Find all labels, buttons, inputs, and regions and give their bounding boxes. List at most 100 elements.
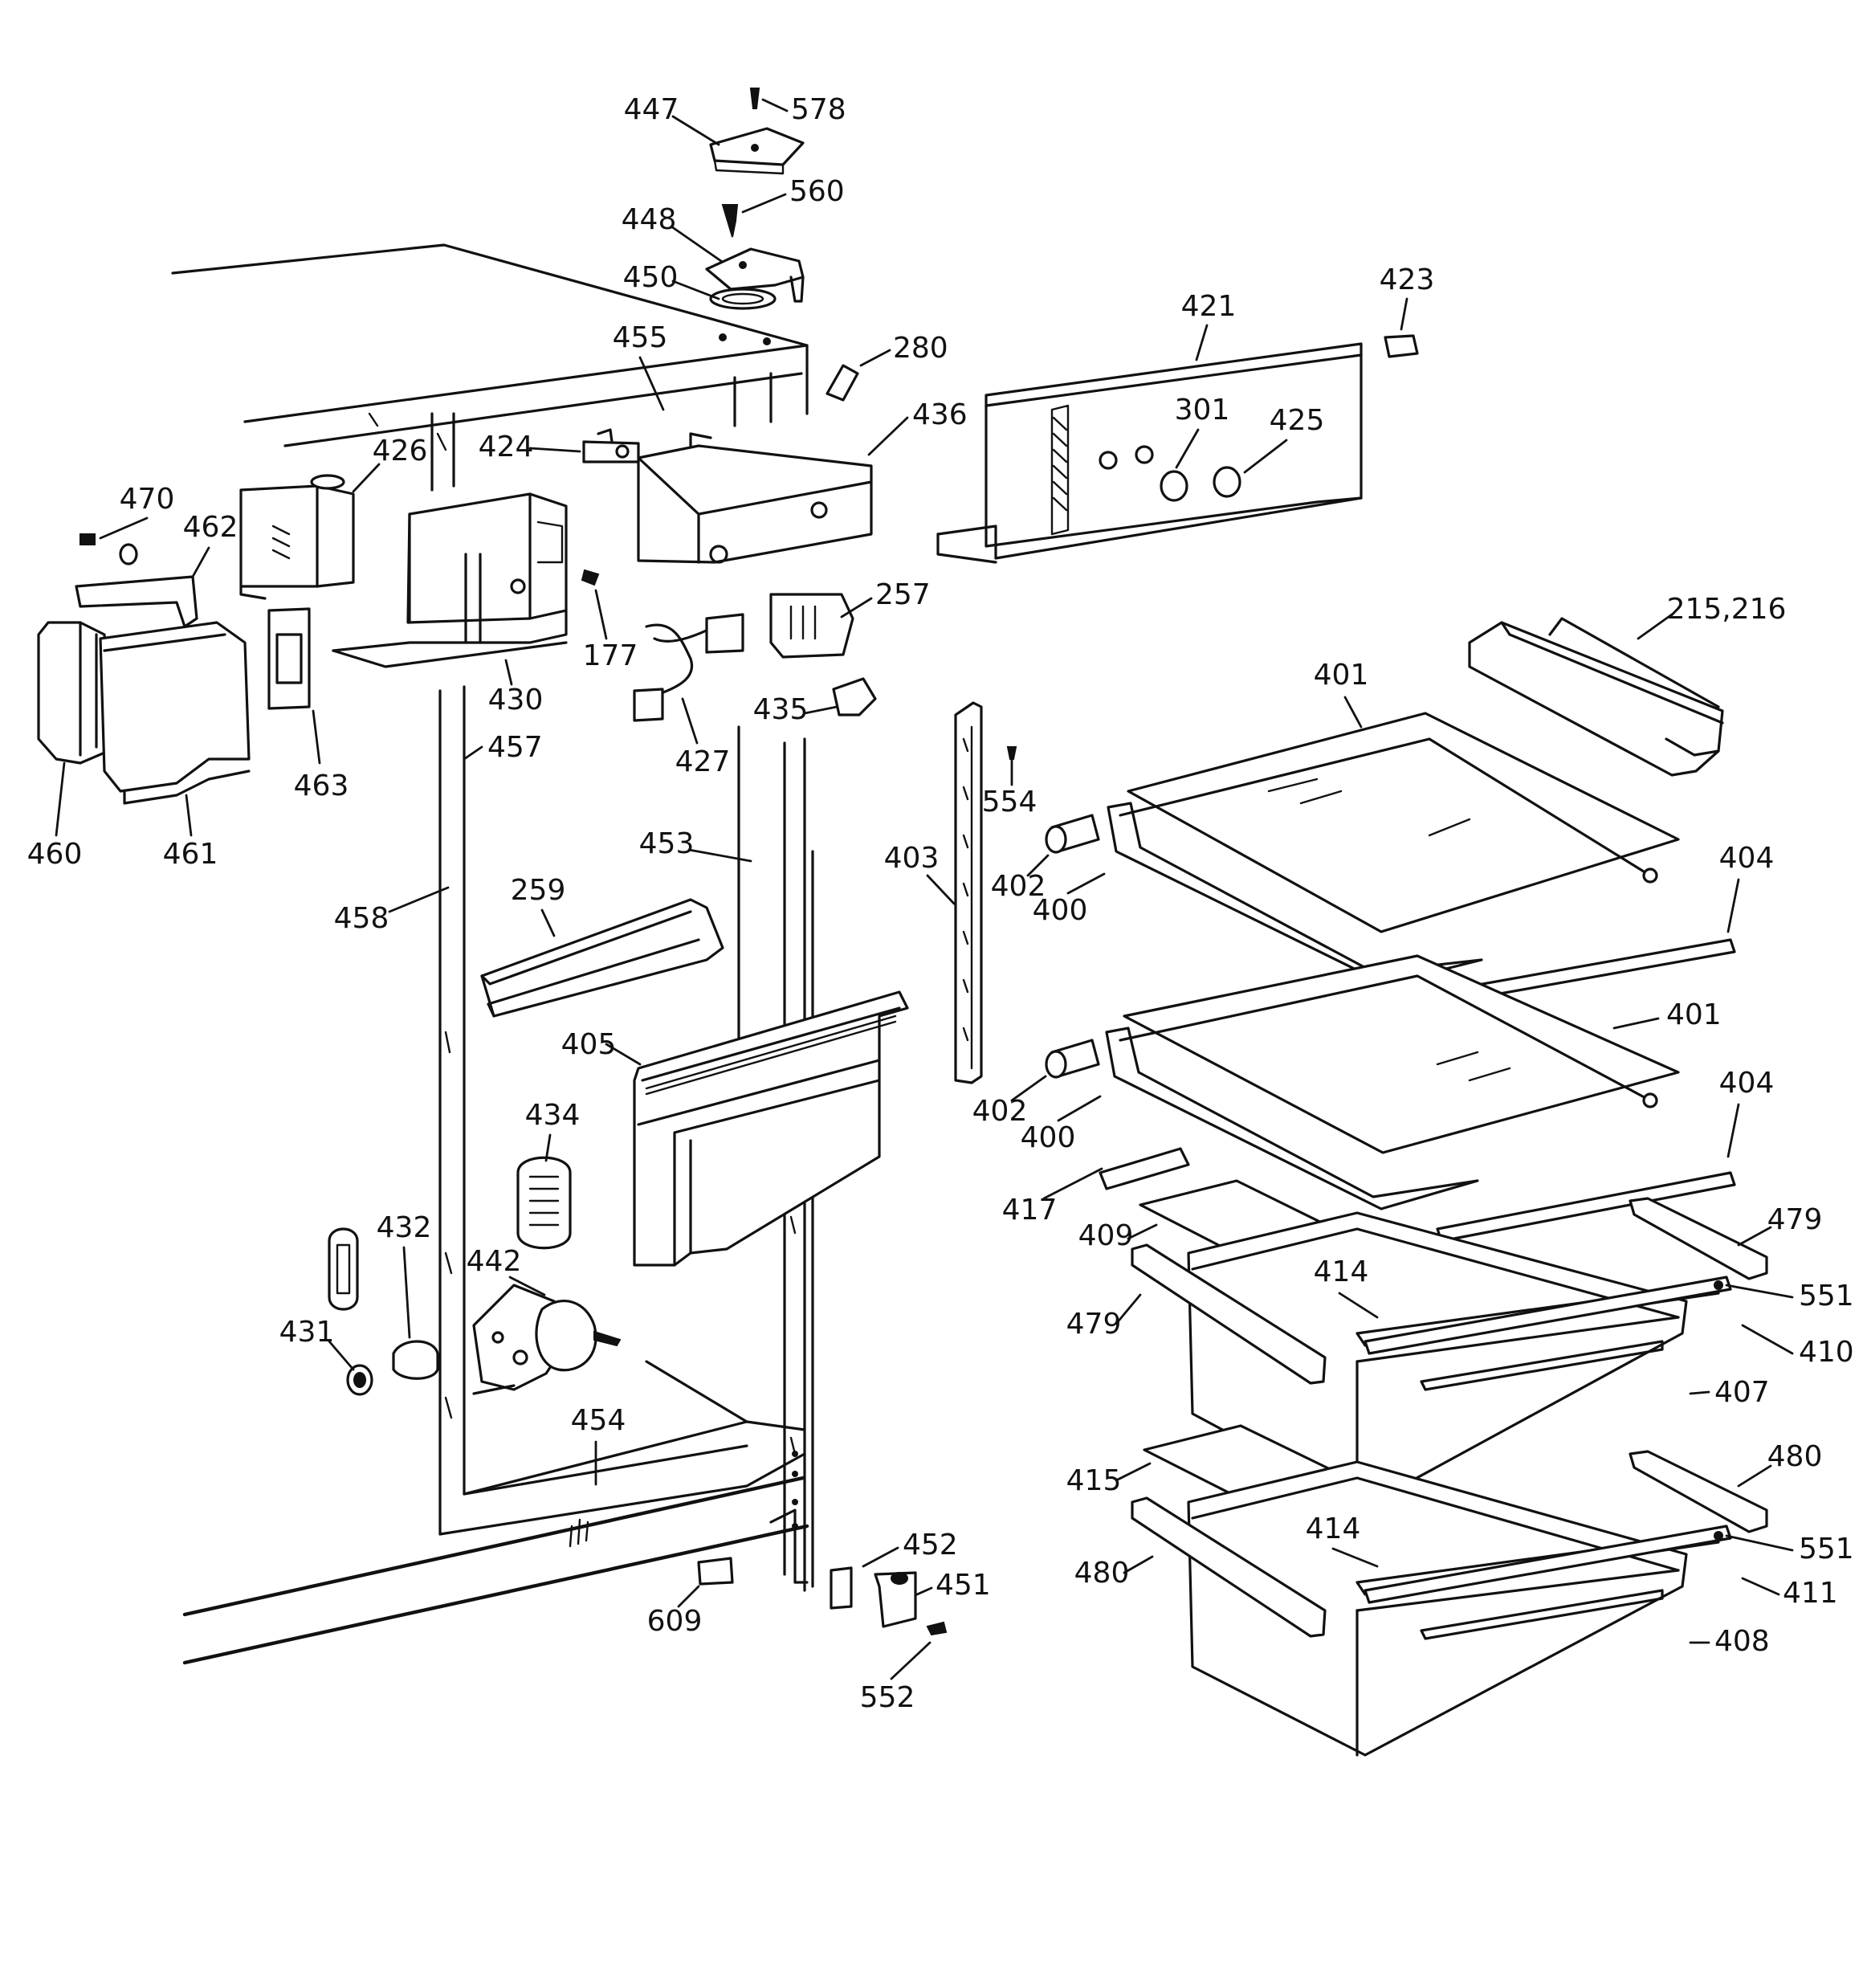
part-label-c450: 450 bbox=[623, 261, 679, 294]
leader-line-c552 bbox=[890, 1641, 932, 1680]
part-label-c280: 280 bbox=[893, 332, 948, 365]
leader-line-c448 bbox=[670, 225, 723, 263]
upper-shelf-assembly bbox=[1045, 712, 1736, 1006]
part-label-c452: 452 bbox=[903, 1529, 958, 1561]
bottom-hinge-parts bbox=[697, 1557, 948, 1636]
leader-line-c421 bbox=[1195, 324, 1209, 361]
duct-259-and-405 bbox=[480, 898, 909, 1267]
leader-line-c177 bbox=[594, 589, 608, 640]
leader-line-c400a bbox=[1066, 872, 1106, 895]
part-label-c551a: 551 bbox=[1799, 1280, 1854, 1312]
leader-line-c280 bbox=[859, 349, 891, 367]
leader-line-c401b bbox=[1612, 1017, 1660, 1030]
door-bin-215-216 bbox=[1468, 617, 1724, 777]
part-label-c461: 461 bbox=[163, 838, 218, 871]
part-label-c259: 259 bbox=[511, 874, 566, 907]
wiring-harness-427 bbox=[633, 593, 877, 722]
part-label-c458: 458 bbox=[334, 902, 389, 935]
leader-line-c405 bbox=[605, 1043, 642, 1066]
part-label-c480b: 480 bbox=[1074, 1557, 1130, 1590]
left-door-parts bbox=[37, 533, 311, 805]
part-label-c415: 415 bbox=[1066, 1464, 1122, 1497]
part-label-c436: 436 bbox=[912, 398, 968, 431]
part-label-c427: 427 bbox=[675, 745, 731, 778]
leader-line-c426 bbox=[352, 463, 381, 493]
part-label-c404a: 404 bbox=[1719, 842, 1775, 875]
top-hinge-assembly bbox=[705, 88, 805, 310]
fan-and-grilles bbox=[328, 1156, 622, 1396]
leader-line-c415 bbox=[1116, 1462, 1152, 1481]
part-label-c462: 462 bbox=[183, 511, 238, 544]
part-label-c414b: 414 bbox=[1306, 1512, 1361, 1545]
part-label-c578: 578 bbox=[791, 93, 846, 126]
leader-line-c301 bbox=[1175, 428, 1200, 469]
part-label-c470: 470 bbox=[120, 483, 175, 516]
leader-line-c427 bbox=[681, 697, 699, 745]
leader-line-c460 bbox=[55, 761, 66, 837]
leader-line-c560 bbox=[741, 193, 787, 214]
part-label-c421: 421 bbox=[1181, 290, 1237, 323]
leader-line-c400b bbox=[1057, 1095, 1102, 1122]
part-label-c425: 425 bbox=[1270, 404, 1325, 437]
part-label-c402b: 402 bbox=[972, 1095, 1028, 1128]
part-label-c257: 257 bbox=[875, 578, 931, 611]
leader-line-c551b bbox=[1725, 1534, 1794, 1552]
part-label-c408: 408 bbox=[1714, 1625, 1770, 1658]
leader-line-c423 bbox=[1400, 297, 1408, 331]
part-label-c560: 560 bbox=[789, 175, 845, 208]
part-label-c430: 430 bbox=[488, 684, 544, 716]
leader-line-c404a bbox=[1726, 878, 1740, 933]
light-housing-426-430 bbox=[239, 474, 600, 668]
part-label-c435: 435 bbox=[753, 693, 809, 726]
leader-line-c434 bbox=[544, 1133, 552, 1162]
leader-line-c453 bbox=[687, 848, 752, 863]
leader-line-c480a bbox=[1737, 1464, 1772, 1488]
leader-line-c417 bbox=[1042, 1167, 1103, 1200]
part-label-c460: 460 bbox=[27, 838, 83, 871]
leader-line-c436 bbox=[867, 416, 909, 456]
part-label-c609: 609 bbox=[647, 1605, 703, 1638]
leader-line-c458 bbox=[388, 886, 450, 913]
part-label-c451: 451 bbox=[936, 1569, 991, 1602]
leader-line-c578 bbox=[761, 98, 789, 112]
leader-line-c435 bbox=[803, 705, 838, 715]
shelf-track-403 bbox=[954, 701, 1017, 1084]
leader-line-c450 bbox=[671, 280, 720, 300]
leader-line-c551a bbox=[1725, 1284, 1794, 1299]
part-label-c447: 447 bbox=[624, 93, 679, 126]
leader-line-c401a bbox=[1343, 696, 1363, 729]
lower-shelf-assembly bbox=[1045, 954, 1736, 1243]
leader-line-c259 bbox=[540, 908, 556, 937]
leader-line-c432 bbox=[402, 1246, 411, 1339]
leader-line-c414b bbox=[1331, 1547, 1379, 1568]
part-label-c403: 403 bbox=[884, 842, 940, 875]
part-label-c551b: 551 bbox=[1799, 1533, 1854, 1565]
leader-line-c425 bbox=[1243, 439, 1288, 474]
part-label-c410: 410 bbox=[1799, 1336, 1854, 1369]
lower-crisper-drawer bbox=[1131, 1280, 1768, 1757]
part-label-c401a: 401 bbox=[1314, 659, 1369, 692]
part-label-c400a: 400 bbox=[1033, 894, 1088, 927]
control-panel-421 bbox=[936, 334, 1419, 564]
upper-crisper-drawer bbox=[1131, 1179, 1768, 1508]
leader-line-c402a bbox=[1026, 854, 1050, 877]
leader-line-c402b bbox=[1010, 1075, 1047, 1102]
part-label-c480a: 480 bbox=[1767, 1440, 1823, 1473]
leader-line-c479a bbox=[1737, 1226, 1772, 1247]
part-label-c417: 417 bbox=[1002, 1194, 1058, 1227]
part-label-c301: 301 bbox=[1175, 394, 1230, 427]
part-label-c404b: 404 bbox=[1719, 1067, 1775, 1100]
part-label-c405: 405 bbox=[561, 1028, 617, 1061]
part-label-c411: 411 bbox=[1783, 1577, 1838, 1610]
leader-line-c480b bbox=[1123, 1555, 1154, 1574]
part-label-c442: 442 bbox=[467, 1245, 522, 1278]
part-label-c177: 177 bbox=[583, 639, 638, 672]
part-label-c426: 426 bbox=[373, 435, 428, 467]
leader-line-c470 bbox=[99, 516, 149, 540]
leader-line-c442 bbox=[508, 1276, 546, 1296]
part-label-c423: 423 bbox=[1380, 263, 1435, 296]
leader-line-c414a bbox=[1338, 1292, 1379, 1319]
leader-line-c447 bbox=[671, 115, 720, 146]
leader-line-c407 bbox=[1689, 1390, 1710, 1395]
